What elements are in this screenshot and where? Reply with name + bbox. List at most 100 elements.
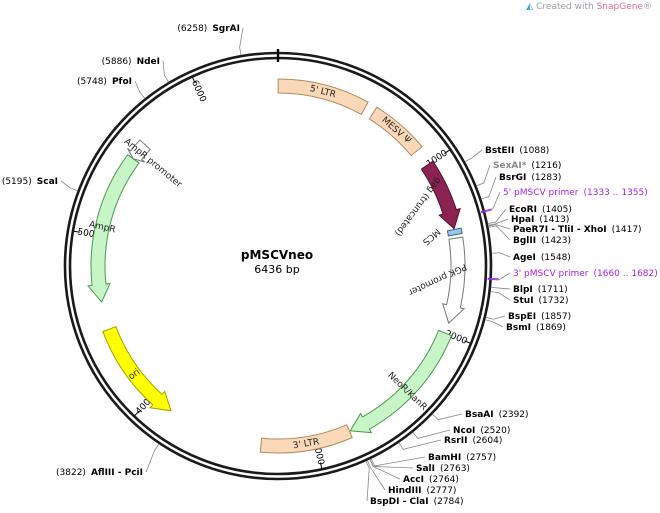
site-leader-line	[488, 225, 511, 241]
site-text: (6258) SgrAI	[177, 24, 240, 34]
site-name: BspDI - ClaI	[370, 497, 429, 507]
site-name: AflIII - PciI	[91, 468, 143, 478]
site-bsrgi[interactable]: BsrGI(1283)	[481, 173, 561, 200]
site-scai[interactable]: (5195)ScaI	[2, 177, 78, 192]
feature-pgk[interactable]	[441, 236, 466, 325]
site-bsteii[interactable]: BstEII (1088)	[464, 146, 549, 163]
site-name: NdeI	[137, 57, 160, 67]
site-text: (5886)NdeI	[102, 57, 160, 67]
feature-mcs[interactable]	[446, 227, 463, 237]
site-sgrai[interactable]: (6258) SgrAI	[177, 24, 244, 56]
tick-mark	[73, 230, 80, 233]
site-afliii-pcii[interactable]: (3822) AflIII - PciI	[56, 443, 160, 478]
site-position: (2757)	[466, 453, 496, 463]
site-position: (1857)	[541, 312, 571, 322]
site-ncoi[interactable]: NcoI(2520)	[412, 426, 511, 439]
site-bspei[interactable]: BspEI (1857)	[485, 312, 571, 322]
tick-mark	[134, 410, 140, 416]
site-name: PfoI	[112, 77, 132, 87]
site-position: (1548)	[541, 253, 571, 263]
site-pfoi[interactable]: (5748)PfoI	[77, 77, 146, 99]
site-bamhi[interactable]: BamHI (2757)	[370, 453, 496, 467]
site-hpai[interactable]: HpaI(1413)	[488, 215, 569, 226]
feature-neo[interactable]	[349, 329, 453, 434]
feature-gag[interactable]	[420, 160, 461, 230]
site-position: (3822)	[56, 468, 86, 478]
site-position: (1333 .. 1355)	[583, 188, 647, 198]
site-blpi[interactable]: BlpI(1711)	[490, 285, 568, 295]
site-leader-line	[476, 164, 491, 187]
site-position: (2764)	[429, 475, 459, 485]
site-text: NcoI(2520)	[453, 426, 510, 436]
site-position: (1088)	[519, 146, 549, 156]
site-text: AgeI(1548)	[513, 253, 571, 263]
site-position: (1413)	[539, 215, 569, 225]
watermark-prefix: Created with	[536, 2, 594, 12]
site-leader-line	[162, 60, 169, 83]
site-name: 5' pMSCV primer	[503, 188, 579, 198]
site-text: SexAI*(1216)	[493, 161, 561, 171]
primer-5-pmscv-primer[interactable]: 5' pMSCV primer (1333 .. 1355)	[480, 188, 648, 214]
site-name: BsaAI	[465, 410, 494, 420]
site-leader-line	[490, 286, 511, 290]
tick-mark	[464, 340, 471, 344]
site-stui[interactable]: StuI(1732)	[490, 291, 568, 306]
site-rsrii[interactable]: RsrII (2604)	[398, 436, 503, 450]
site-ndei[interactable]: (5886)NdeI	[102, 57, 169, 83]
feature-3ltr[interactable]	[259, 424, 353, 454]
site-position: (6258)	[177, 24, 207, 34]
site-name: BspEI	[508, 312, 536, 322]
site-name: RsrII	[444, 436, 467, 446]
site-text: (5748)PfoI	[77, 77, 132, 87]
site-leader-line	[239, 27, 244, 56]
site-position: (1660 .. 1682)	[593, 269, 657, 279]
site-leader-line	[432, 413, 463, 421]
site-name: 3' pMSCV primer	[513, 269, 589, 279]
snapgene-logo-icon: ◭	[526, 2, 534, 12]
site-leader-line	[485, 319, 504, 328]
site-name: BstEII	[485, 146, 514, 156]
site-text: HindIII (2777)	[388, 486, 456, 496]
site-paer7i-tlii-xhoi[interactable]: PaeR7I - TliI - XhoI(1417)	[488, 224, 642, 235]
primer-3-pmscv-primer[interactable]: 3' pMSCV primer (1660 .. 1682)	[487, 269, 658, 281]
site-name: SalI	[416, 464, 435, 474]
site-name: AccI	[403, 475, 424, 485]
site-name: BsrGI	[499, 173, 526, 183]
site-position: (5195)	[2, 177, 32, 187]
site-leader-line	[369, 459, 401, 480]
feature-5ltr[interactable]	[277, 78, 369, 116]
site-hindiii[interactable]: HindIII (2777)	[366, 460, 456, 496]
site-ecori[interactable]: EcoRI(1405)	[487, 205, 572, 225]
site-text: (3822) AflIII - PciI	[56, 468, 143, 478]
site-name: HindIII	[388, 486, 422, 496]
feature-amprp[interactable]	[127, 139, 151, 163]
site-sexai[interactable]: SexAI*(1216)	[476, 161, 561, 187]
site-position: (2392)	[499, 410, 529, 420]
site-text: BspEI (1857)	[508, 312, 571, 322]
site-position: (2777)	[427, 486, 457, 496]
site-position: (1711)	[538, 285, 568, 295]
tick-mark	[444, 149, 450, 154]
site-bglii[interactable]: BglII(1423)	[488, 225, 571, 246]
site-leader-line	[145, 443, 160, 473]
feature-msvpsi[interactable]	[368, 106, 423, 157]
site-name: SgrAI	[212, 24, 240, 34]
site-agei[interactable]: AgeI(1548)	[491, 252, 571, 263]
site-name: SexAI*	[493, 161, 527, 171]
site-leader-line	[484, 191, 501, 212]
site-position: (2520)	[480, 426, 510, 436]
site-leader-line	[488, 224, 511, 230]
site-bspdi-clai[interactable]: BspDI - ClaI(2784)	[365, 460, 464, 507]
site-bsaai[interactable]: BsaAI (2392)	[432, 410, 529, 421]
site-position: (1869)	[536, 323, 566, 333]
plasmid-name: pMSCVneo	[241, 248, 313, 262]
site-acci[interactable]: AccI (2764)	[369, 459, 459, 485]
feature-ori[interactable]	[102, 326, 172, 412]
site-position: (1405)	[542, 205, 572, 215]
site-bsmi[interactable]: BsmI(1869)	[485, 319, 566, 333]
site-text: 5' pMSCV primer (1333 .. 1355)	[503, 188, 648, 198]
site-name: BamHI	[428, 453, 461, 463]
feature-ampr[interactable]	[87, 154, 140, 304]
site-position: (2604)	[472, 436, 502, 446]
